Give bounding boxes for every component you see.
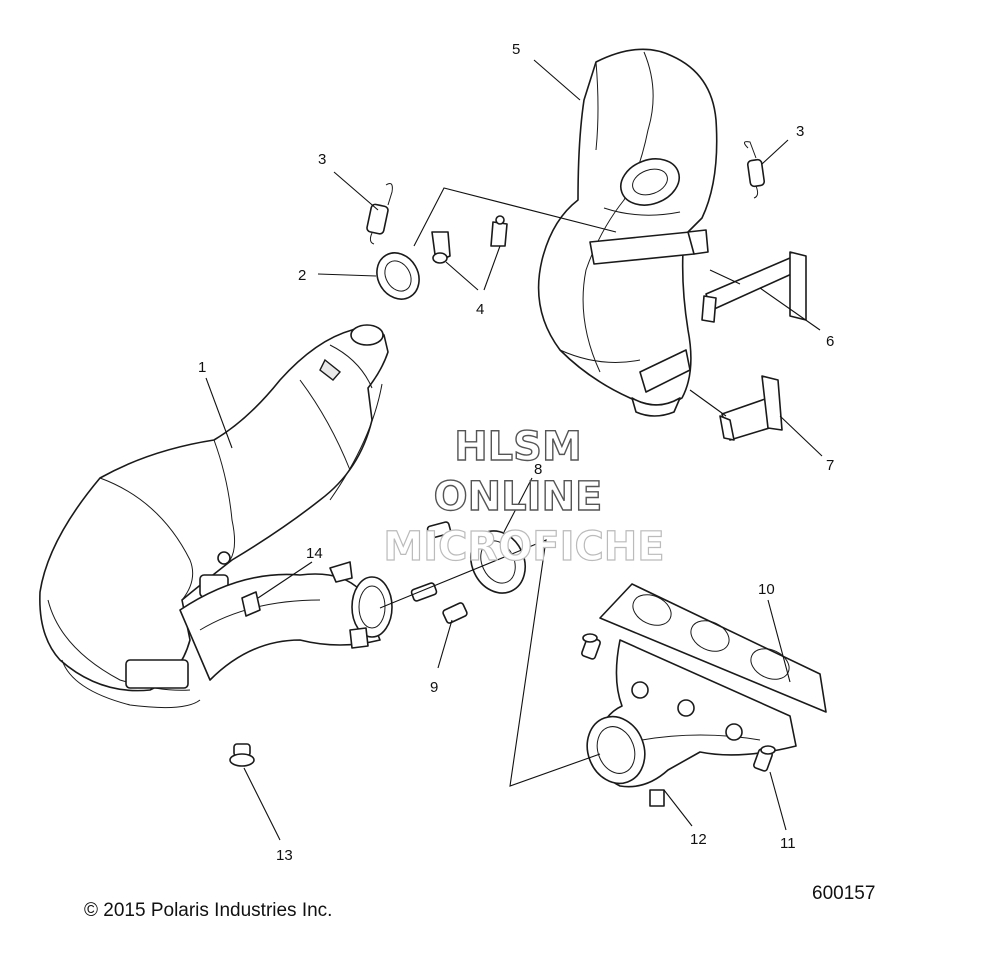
watermark: HLSM ONLINE MICROFICHE <box>383 423 665 570</box>
callout-8: 8 <box>534 461 542 478</box>
part-5-silencer <box>537 48 718 417</box>
part-1-expansion-chamber <box>39 324 389 709</box>
callout-3-right: 3 <box>796 123 804 140</box>
part-2-gasket <box>376 252 420 300</box>
part-10-flange-gasket <box>599 583 827 713</box>
callout-12: 12 <box>690 831 707 848</box>
callout-labels: 1 2 3 3 4 5 6 7 8 9 10 11 12 13 14 <box>198 41 834 864</box>
callout-2: 2 <box>298 267 306 284</box>
part-12-manifold <box>586 639 797 807</box>
callout-5: 5 <box>512 41 520 58</box>
part-3-spring-right <box>744 141 766 199</box>
callout-14: 14 <box>306 545 323 562</box>
part-11-bolts <box>581 633 776 772</box>
part-4-clips <box>431 215 508 264</box>
copyright-notice: © 2015 Polaris Industries Inc. <box>84 900 333 921</box>
part-8-seal-ring <box>470 530 526 594</box>
callout-1: 1 <box>198 359 206 376</box>
document-number: 600157 <box>812 883 876 904</box>
watermark-line-3: MICROFICHE <box>383 524 664 570</box>
watermark-line-2: ONLINE <box>434 474 603 520</box>
callout-7: 7 <box>826 457 834 474</box>
callout-6: 6 <box>826 333 834 350</box>
watermark-line-1: HLSM <box>454 424 582 470</box>
callout-13: 13 <box>276 847 293 864</box>
part-3-spring-left <box>366 183 393 245</box>
part-7-saddle <box>719 375 783 441</box>
part-6-bracket <box>589 229 807 323</box>
part-13-plug <box>229 743 255 767</box>
callout-10: 10 <box>758 581 775 598</box>
callout-9: 9 <box>430 679 438 696</box>
leader-lines <box>205 59 823 841</box>
callout-3-left: 3 <box>318 151 326 168</box>
callout-11: 11 <box>780 835 796 852</box>
callout-4: 4 <box>476 301 484 318</box>
part-14-inlet-elbow <box>179 561 393 681</box>
